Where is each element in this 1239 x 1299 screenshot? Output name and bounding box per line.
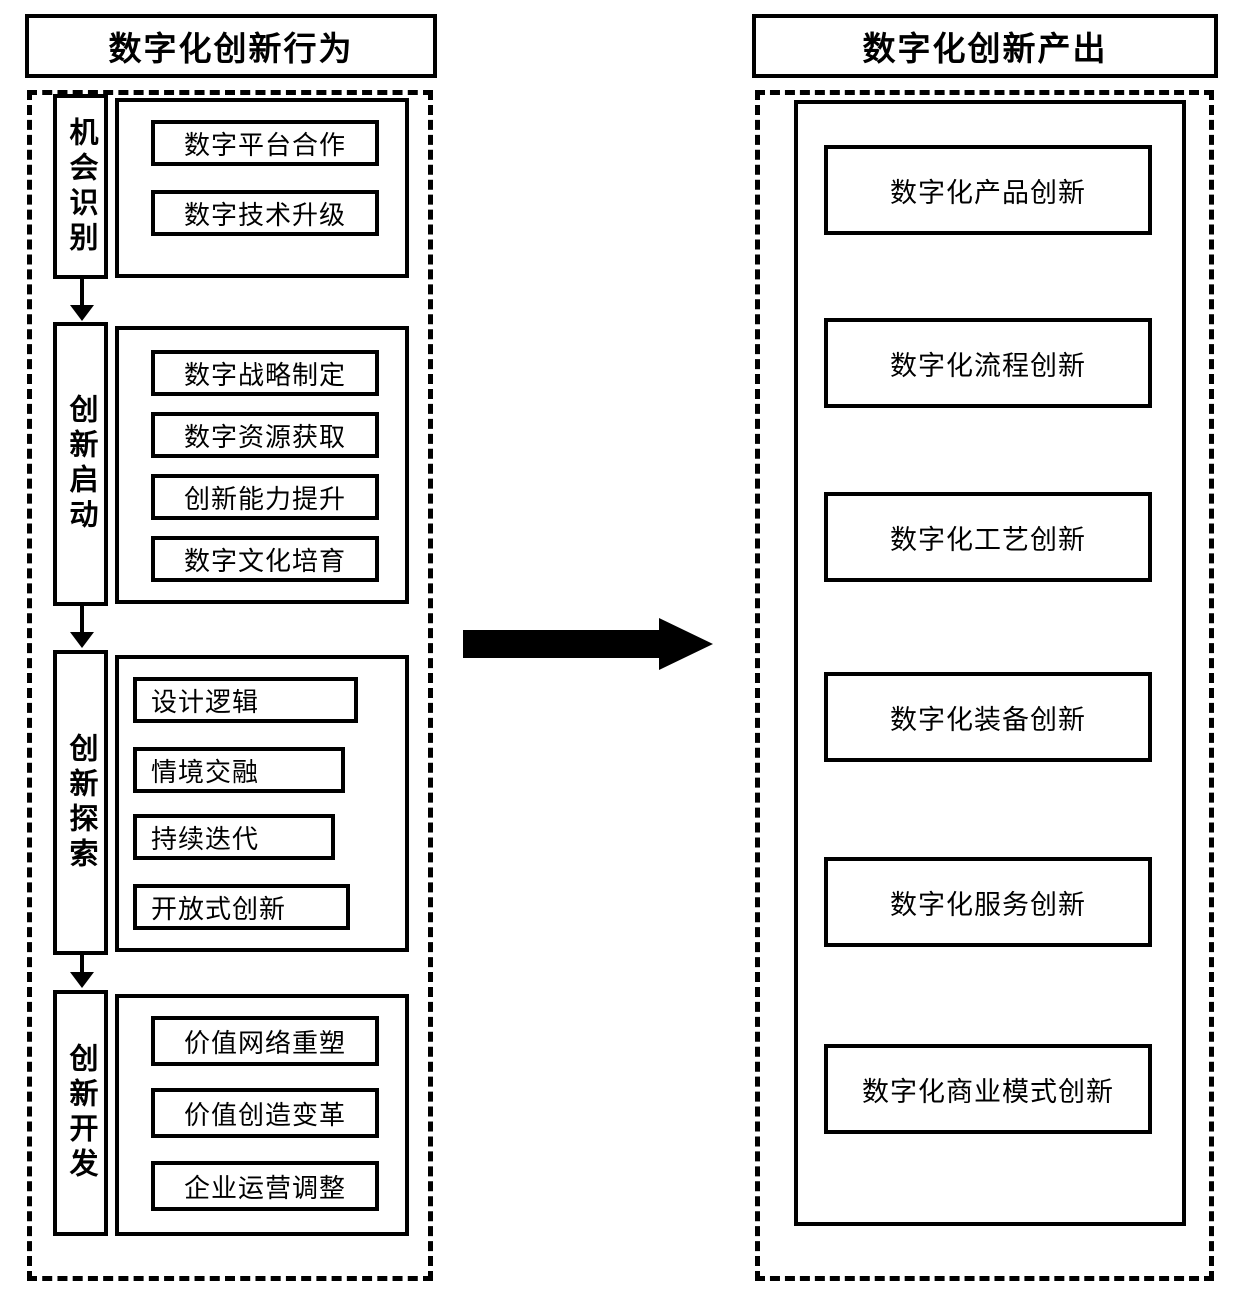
left-panel-title: 数字化创新行为	[25, 14, 437, 78]
sub-item-box[interactable]: 企业运营调整	[151, 1161, 379, 1211]
output-item-box[interactable]: 数字化工艺创新	[824, 492, 1152, 582]
sub-item-box[interactable]: 数字平台合作	[151, 120, 379, 166]
right-panel-title: 数字化创新产出	[752, 14, 1218, 78]
output-item-box[interactable]: 数字化流程创新	[824, 318, 1152, 408]
sub-item-box[interactable]: 数字资源获取	[151, 412, 379, 458]
connector-line	[80, 604, 84, 636]
sub-item-box[interactable]: 情境交融	[133, 747, 345, 793]
connector-line	[80, 279, 84, 309]
sub-item-box[interactable]: 数字技术升级	[151, 190, 379, 236]
stage-group-innovation-development: 价值网络重塑 价值创造变革 企业运营调整	[115, 994, 409, 1236]
sub-item-box[interactable]: 创新能力提升	[151, 474, 379, 520]
sub-item-box[interactable]: 价值网络重塑	[151, 1016, 379, 1066]
stage-label-innovation-development: 创新开发	[53, 990, 108, 1236]
connector-arrowhead	[70, 305, 94, 321]
connector-arrowhead	[70, 972, 94, 988]
stage-label-innovation-initiation: 创新启动	[53, 322, 108, 606]
sub-item-box[interactable]: 数字文化培育	[151, 536, 379, 582]
sub-item-box[interactable]: 持续迭代	[133, 814, 335, 860]
stage-group-opportunity-identification: 数字平台合作 数字技术升级	[115, 98, 409, 278]
stage-group-innovation-initiation: 数字战略制定 数字资源获取 创新能力提升 数字文化培育	[115, 326, 409, 604]
output-item-box[interactable]: 数字化产品创新	[824, 145, 1152, 235]
rightward-arrow-icon	[463, 618, 713, 670]
output-item-box[interactable]: 数字化服务创新	[824, 857, 1152, 947]
sub-item-box[interactable]: 开放式创新	[133, 884, 350, 930]
output-item-box[interactable]: 数字化商业模式创新	[824, 1044, 1152, 1134]
connector-arrowhead	[70, 632, 94, 648]
connector-line	[80, 952, 84, 976]
output-items-container: 数字化产品创新 数字化流程创新 数字化工艺创新 数字化装备创新 数字化服务创新 …	[794, 100, 1186, 1226]
sub-item-box[interactable]: 数字战略制定	[151, 350, 379, 396]
sub-item-box[interactable]: 设计逻辑	[133, 677, 358, 723]
sub-item-box[interactable]: 价值创造变革	[151, 1088, 379, 1138]
stage-label-innovation-exploration: 创新探索	[53, 650, 108, 955]
stage-group-innovation-exploration: 设计逻辑 情境交融 持续迭代 开放式创新	[115, 655, 409, 952]
stage-label-opportunity-identification: 机会识别	[53, 94, 108, 279]
output-item-box[interactable]: 数字化装备创新	[824, 672, 1152, 762]
